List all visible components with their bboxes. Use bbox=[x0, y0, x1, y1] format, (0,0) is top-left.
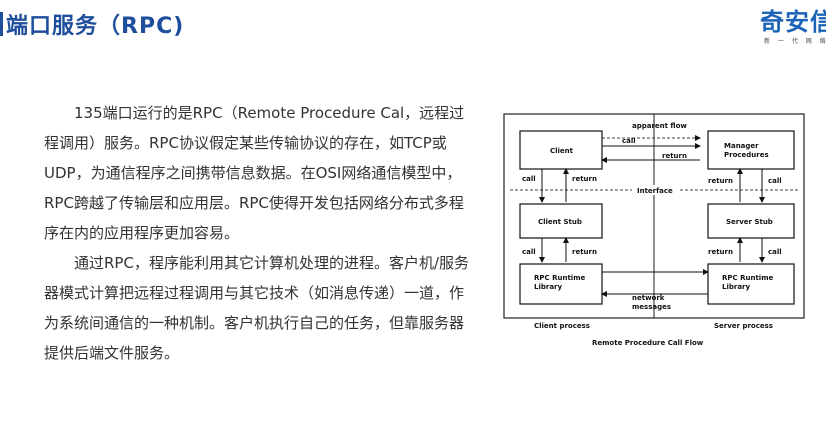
manager-label-2: Procedures bbox=[724, 151, 769, 159]
server-runtime-box bbox=[707, 263, 795, 305]
title-accent-bar bbox=[0, 12, 3, 36]
company-logo: 奇安信 新 一 代 网 络 安 bbox=[756, 2, 826, 50]
paragraph-rpc-usage: 通过RPC，程序能利用其它计算机处理的进程。客户机/服务器模式计算把远程过程调用… bbox=[44, 254, 469, 362]
network-label-1: network bbox=[632, 294, 665, 302]
top-call-label: call bbox=[622, 137, 636, 145]
body-text: 135端口运行的是RPC（Remote Procedure Cal，远程过程调用… bbox=[44, 98, 476, 368]
manager-label-1: Manager bbox=[724, 142, 759, 150]
client-label: Client bbox=[550, 147, 574, 155]
server-stub-return-label: return bbox=[708, 248, 733, 256]
server-stub-label: Server Stub bbox=[726, 218, 773, 226]
server-call-label: call bbox=[768, 177, 782, 185]
page-title: 端口服务（RPC) bbox=[6, 14, 185, 39]
apparent-flow-label: apparent flow bbox=[632, 122, 687, 130]
client-box bbox=[519, 130, 603, 170]
stub-call-label: call bbox=[522, 248, 536, 256]
network-label-2: messages bbox=[632, 303, 671, 311]
client-process-label: Client process bbox=[534, 322, 590, 330]
logo-slogan: 新 一 代 网 络 安 bbox=[764, 38, 826, 45]
server-return-label: return bbox=[708, 177, 733, 185]
server-runtime-label-2: Library bbox=[722, 283, 750, 291]
client-return-label: return bbox=[572, 175, 597, 183]
server-stub-box bbox=[707, 203, 795, 239]
client-call-label: call bbox=[522, 175, 536, 183]
server-process-label: Server process bbox=[714, 322, 773, 330]
diagram-caption: Remote Procedure Call Flow bbox=[592, 339, 704, 347]
interface-label-bg bbox=[632, 185, 678, 195]
client-stub-label: Client Stub bbox=[538, 218, 582, 226]
top-return-label: return bbox=[662, 152, 687, 160]
interface-label: Interface bbox=[637, 187, 673, 195]
stub-return-label: return bbox=[572, 248, 597, 256]
rpc-flow-diagram: apparent flow call return Interface Clie… bbox=[503, 113, 805, 347]
manager-box bbox=[707, 130, 795, 170]
client-runtime-label-1: RPC Runtime bbox=[534, 274, 585, 282]
client-runtime-label-2: Library bbox=[534, 283, 562, 291]
server-stub-call-label: call bbox=[768, 248, 782, 256]
client-stub-box bbox=[519, 203, 603, 239]
logo-text: 奇安信 bbox=[760, 8, 826, 36]
client-runtime-box bbox=[519, 263, 603, 305]
server-runtime-label-1: RPC Runtime bbox=[722, 274, 773, 282]
paragraph-rpc-intro: 135端口运行的是RPC（Remote Procedure Cal，远程过程调用… bbox=[44, 104, 465, 242]
